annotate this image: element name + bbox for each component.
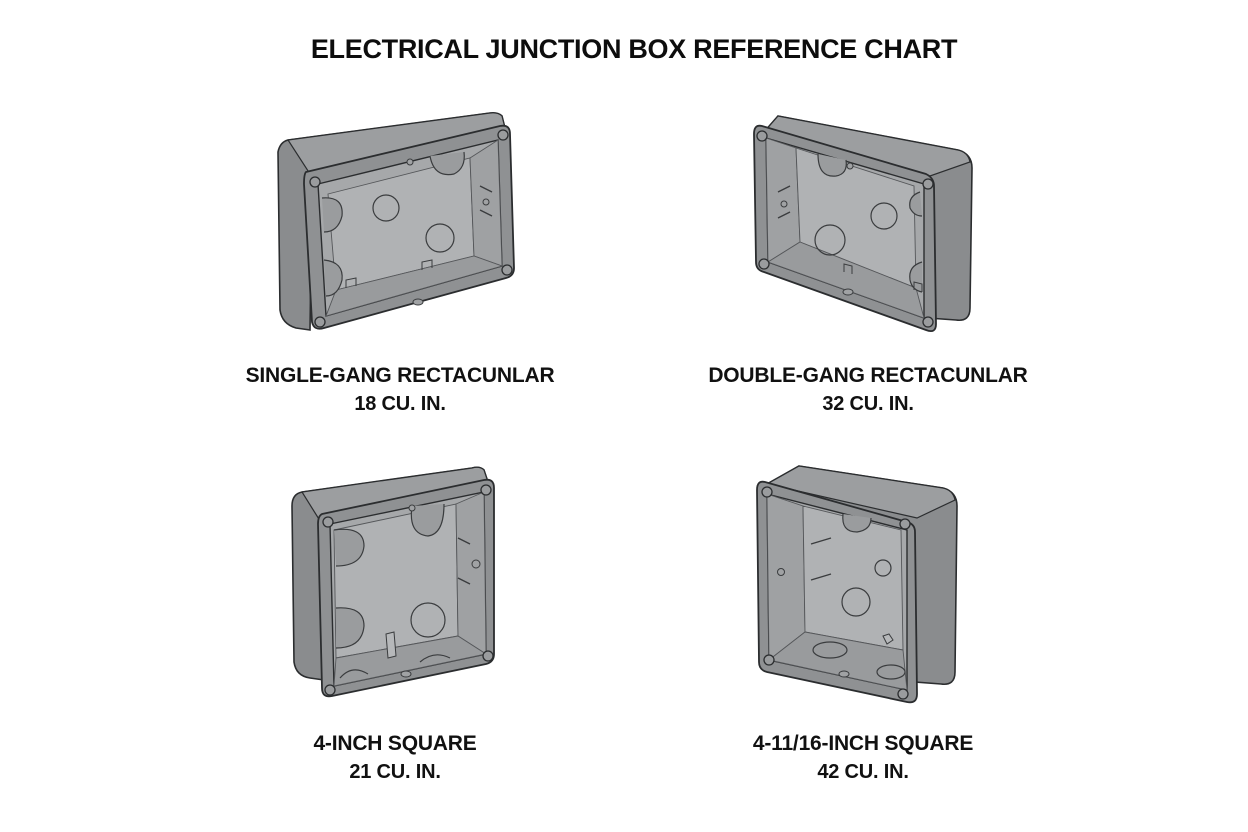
- box-name: SINGLE-GANG RECTACUNLAR: [245, 364, 555, 387]
- rectangular-junction-box-icon: [277, 112, 515, 331]
- four-eleven-sixteenths-square-box-illustration: [755, 464, 965, 704]
- box-volume: 21 CU. IN.: [349, 761, 441, 783]
- double-gang-box-illustration: [748, 112, 978, 337]
- double-gang-caption: DOUBLE-GANG RECTACUNLAR 32 CU. IN.: [698, 365, 1038, 414]
- chart-title: ELECTRICAL JUNCTION BOX REFERENCE CHART: [310, 34, 958, 64]
- rectangular-junction-box-icon: [753, 115, 973, 333]
- square-junction-box-icon: [756, 465, 958, 704]
- four-inch-square-caption: 4-INCH SQUARE 21 CU. IN.: [255, 733, 535, 782]
- single-gang-box-illustration: [270, 110, 520, 340]
- box-volume: 18 CU. IN.: [354, 393, 446, 415]
- box-name: DOUBLE-GANG RECTACUNLAR: [708, 364, 1028, 387]
- box-volume: 32 CU. IN.: [822, 393, 914, 415]
- box-volume: 42 CU. IN.: [817, 761, 909, 783]
- four-inch-square-box-illustration: [288, 466, 498, 701]
- box-name: 4-INCH SQUARE: [313, 732, 477, 755]
- box-name: 4-11/16-INCH SQUARE: [752, 732, 974, 755]
- four-eleven-sixteenths-square-caption: 4-11/16-INCH SQUARE 42 CU. IN.: [713, 733, 1013, 782]
- square-junction-box-icon: [291, 466, 495, 698]
- single-gang-caption: SINGLE-GANG RECTACUNLAR 18 CU. IN.: [230, 365, 570, 414]
